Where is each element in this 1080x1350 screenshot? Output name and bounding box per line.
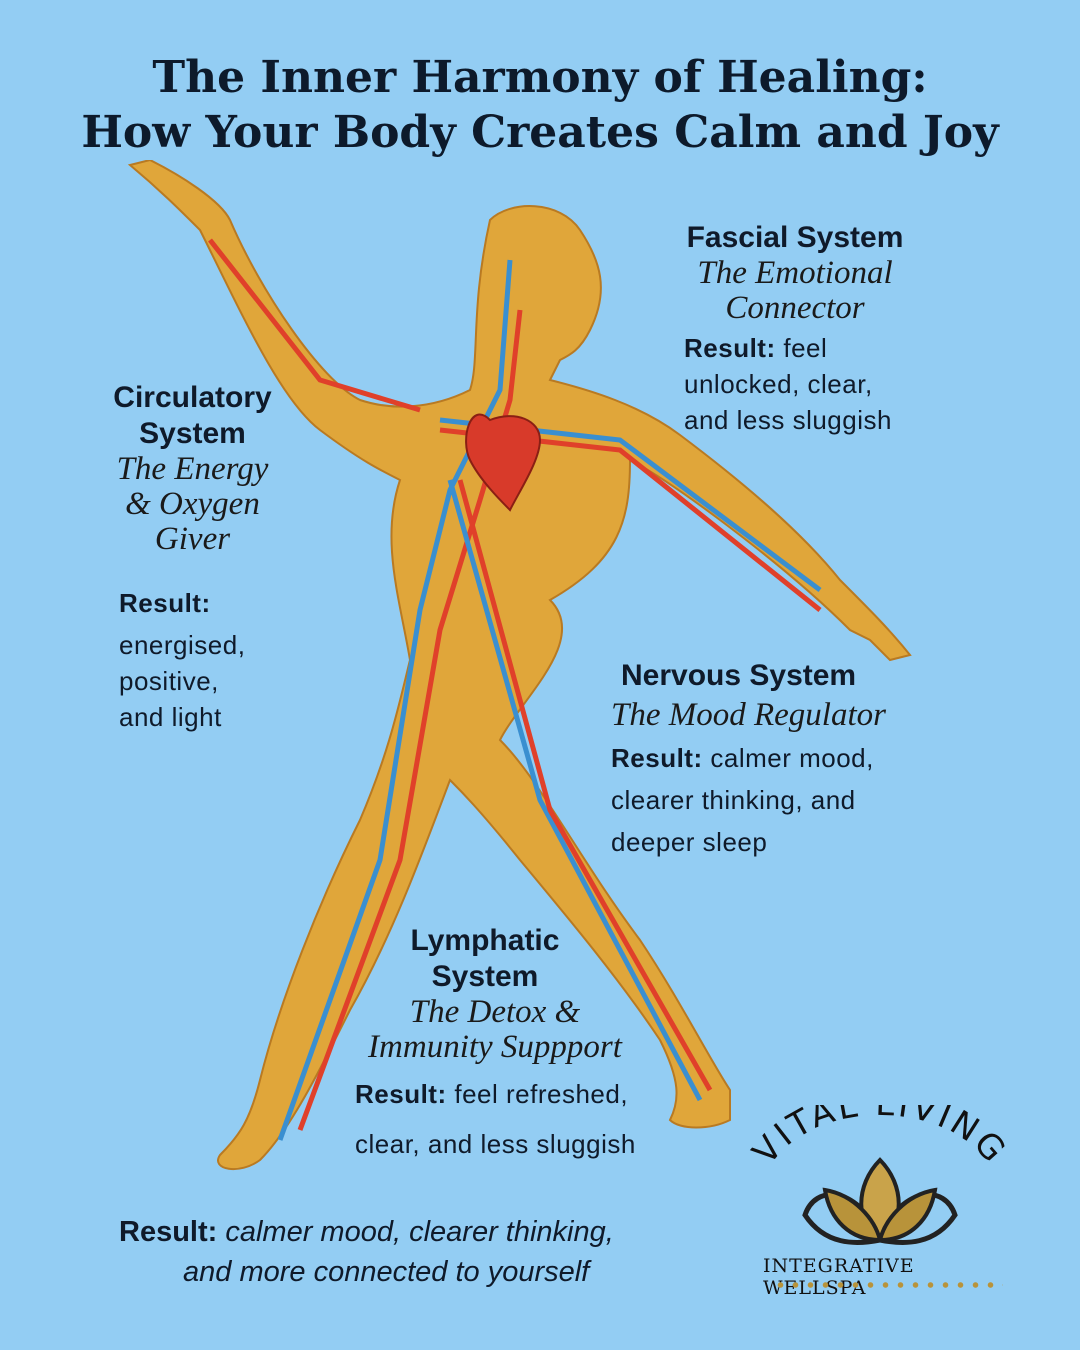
title-line-2: How Your Body Creates Calm and Joy — [81, 107, 999, 158]
lymphatic-result-text: feel refreshed, clear, and less sluggish — [355, 1079, 636, 1159]
artery-line — [297, 309, 523, 1131]
artery-leg — [457, 479, 713, 1092]
lymphatic-section: Lymphatic System The Detox & Immunity Su… — [355, 923, 655, 1169]
footer-result: Result: calmer mood, clearer thinking, a… — [119, 1212, 719, 1292]
nervous-subtitle: The Mood Regulator — [611, 697, 886, 733]
heart-icon — [465, 413, 542, 512]
result-label: Result: — [684, 333, 776, 363]
footer-result-text-1: calmer mood, clearer thinking, — [225, 1216, 614, 1248]
footer-result-text-2: and more connected to yourself — [183, 1256, 590, 1288]
fascial-result-text: feel unlocked, clear, and less sluggish — [684, 333, 892, 435]
nervous-section: Nervous System The Mood Regulator Result… — [611, 658, 901, 863]
circulatory-section: Circulatory System The Energy & Oxygen G… — [100, 380, 285, 557]
vein-line — [277, 259, 513, 1141]
circulatory-result: Result: energised, positive, and light — [119, 585, 269, 735]
fascial-heading: Fascial System — [686, 221, 904, 254]
circulatory-result-text: energised, positive, and light — [119, 630, 246, 732]
lymphatic-heading: Lymphatic System — [410, 924, 560, 993]
vein-leg — [447, 479, 703, 1102]
body-silhouette — [127, 160, 912, 1171]
title-line-1: The Inner Harmony of Healing: — [152, 52, 928, 103]
fascial-subtitle: The Emotional Connector — [697, 255, 893, 326]
logo-dots — [773, 1282, 1003, 1288]
result-label: Result: — [611, 743, 703, 773]
nervous-result-text: calmer mood, clearer thinking, and deepe… — [611, 743, 874, 857]
result-label: Result: — [119, 588, 211, 618]
logo-subtitle: INTEGRATIVE WELLSPA — [763, 1255, 915, 1299]
circulatory-subtitle: The Energy & Oxygen Giver — [116, 451, 269, 557]
page-title: The Inner Harmony of Healing: How Your B… — [0, 50, 1080, 160]
nervous-heading: Nervous System — [621, 659, 857, 692]
result-label: Result: — [119, 1216, 218, 1248]
circulatory-heading: Circulatory System — [113, 381, 272, 450]
body-illustration — [127, 160, 912, 1171]
fascial-section: Fascial System The Emotional Connector R… — [670, 220, 920, 438]
result-label: Result: — [355, 1079, 447, 1109]
lymphatic-subtitle: The Detox & Immunity Suppport — [368, 994, 622, 1065]
